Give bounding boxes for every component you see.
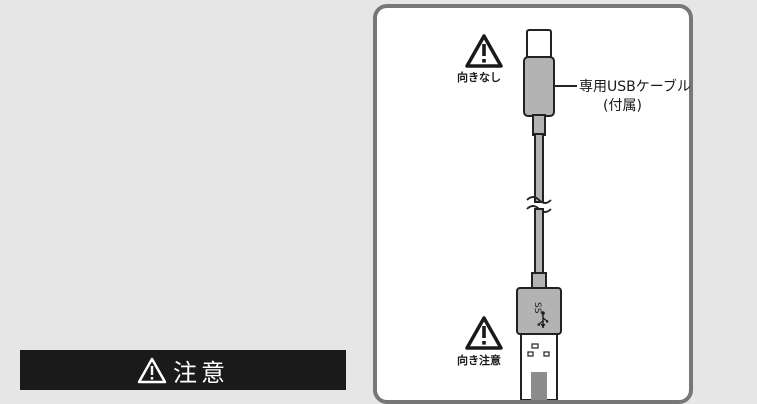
page: 注意 <box>20 4 693 404</box>
usb-c-connector <box>523 56 555 117</box>
top-connector-label: 向きなし <box>457 71 501 84</box>
usb-a-plug-slot-top <box>531 343 539 349</box>
cable-label-line1: 専用USBケーブル <box>579 79 691 95</box>
usb-ss-mark: SS <box>532 302 542 314</box>
usb-cable-diagram: SS <box>465 29 577 400</box>
usb-a-tongue <box>531 372 547 400</box>
cable-segment-lower <box>534 208 544 276</box>
usb-trident-icon <box>537 311 549 328</box>
cable-strain-relief-bottom <box>531 272 547 290</box>
usb-c-tip <box>526 29 552 59</box>
cable-break-mark-upper <box>526 196 552 204</box>
cable-label-line2: (付属) <box>603 98 642 114</box>
caution-title: 注意 <box>173 358 229 387</box>
warning-triangle-icon <box>137 357 167 383</box>
caution-banner: 注意 <box>20 350 346 390</box>
usb-a-plug-slot-left <box>527 351 534 357</box>
bottom-warning-icon <box>465 316 503 350</box>
cable-segment-upper <box>534 133 544 203</box>
illustration-panel: SS 向きなし <box>373 4 693 404</box>
top-warning-icon <box>465 34 503 68</box>
bottom-connector-label: 向き注意 <box>457 354 501 367</box>
usb-a-plug-slot-right <box>543 351 550 357</box>
cable-strain-relief-top <box>532 114 546 136</box>
